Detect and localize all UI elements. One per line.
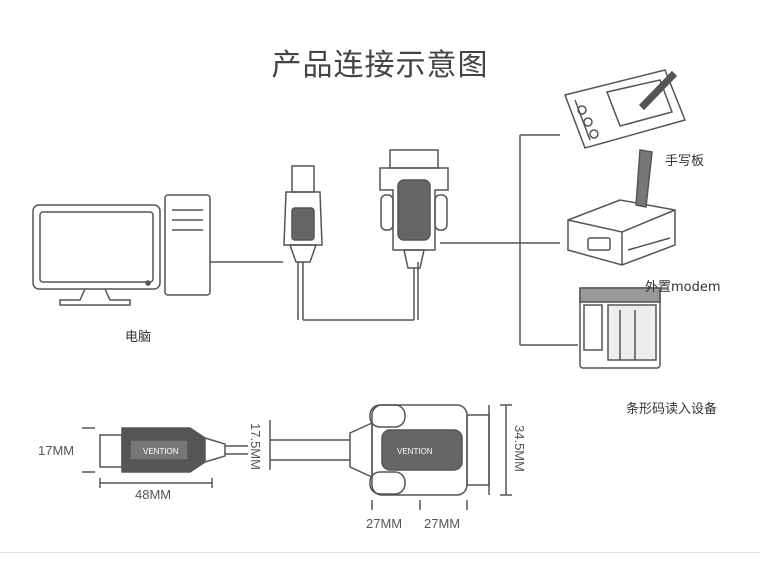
cable-dia-dim: 17.5MM: [248, 423, 263, 470]
db9-height-dim: 34.5MM: [512, 425, 527, 472]
usb-connector-dimension-view: [82, 427, 248, 488]
brand-logo-usb: VENTION: [143, 447, 179, 456]
db9-part1-dim: 27MM: [366, 516, 403, 531]
usb-width-dim: 17MM: [38, 443, 75, 458]
bottom-divider: [0, 552, 760, 553]
barcode-reader-illustration: [579, 287, 661, 369]
pc-label: 电脑: [125, 330, 152, 345]
usb-connector-illustration: [283, 165, 323, 320]
barcode-label: 条形码读入设备: [626, 402, 718, 417]
computer-illustration: [32, 194, 211, 306]
brand-logo-db9: VENTION: [397, 447, 433, 456]
modem-label: 外置modem: [645, 280, 721, 295]
db9-connector-dimension-view: [269, 404, 512, 510]
db9-part2-dim: 27MM: [424, 516, 461, 531]
tablet-label: 手写板: [665, 154, 705, 169]
page-title: 产品连接示意图: [271, 48, 489, 83]
db9-connector-illustration: [379, 149, 449, 320]
modem-illustration: [567, 149, 676, 266]
tablet-illustration: [564, 69, 687, 149]
usb-length-dim: 48MM: [135, 487, 172, 502]
